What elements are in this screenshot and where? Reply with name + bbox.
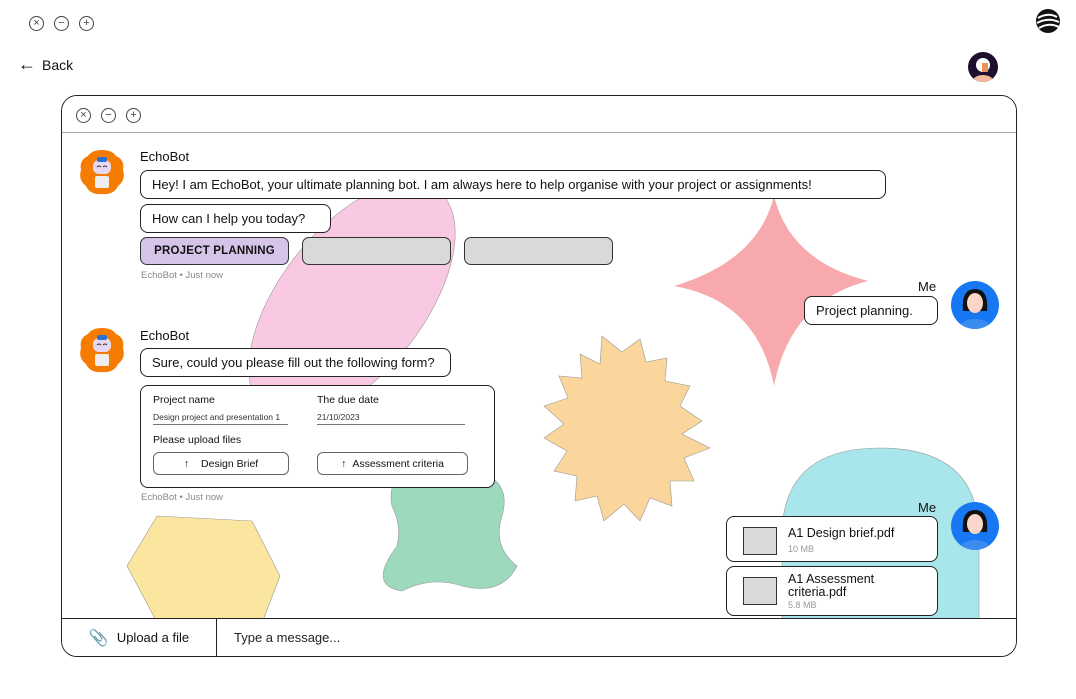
upload-label: Design Brief bbox=[201, 457, 259, 470]
upload-label: Assessment criteria bbox=[352, 457, 444, 470]
upload-design-brief-button[interactable]: ↑ Design Brief bbox=[153, 452, 289, 475]
maximize-icon[interactable]: + bbox=[79, 16, 94, 31]
echobot-avatar bbox=[80, 150, 124, 195]
upload-assessment-criteria-button[interactable]: ↑ Assessment criteria bbox=[317, 452, 468, 475]
bot-name: EchoBot bbox=[140, 328, 190, 343]
paperclip-icon: 📎 bbox=[88, 629, 109, 647]
message-meta: EchoBot • Just now bbox=[141, 270, 224, 281]
orange-burst bbox=[543, 335, 711, 522]
chat-messages[interactable]: EchoBot Hey! I am EchoBot, your ultimate… bbox=[62, 133, 1016, 618]
bot-name: EchoBot bbox=[140, 149, 190, 164]
arrow-left-icon: ← bbox=[18, 54, 36, 74]
bot-message-form-prompt: Sure, could you please fill out the foll… bbox=[140, 348, 451, 377]
file-thumbnail bbox=[743, 577, 777, 605]
upload-file-button[interactable]: 📎 Upload a file bbox=[62, 619, 217, 656]
message-input[interactable]: Type a message... bbox=[234, 630, 341, 645]
user-profile-avatar[interactable] bbox=[968, 52, 998, 82]
minimize-icon[interactable]: − bbox=[101, 108, 116, 123]
minimize-icon[interactable]: − bbox=[54, 16, 69, 31]
logo-icon bbox=[1036, 9, 1060, 33]
due-date-label: The due date bbox=[317, 394, 379, 406]
project-form: Project name Design project and presenta… bbox=[140, 385, 495, 488]
chat-titlebar: × − + bbox=[62, 96, 1016, 133]
close-icon[interactable]: × bbox=[76, 108, 91, 123]
back-label: Back bbox=[42, 56, 74, 73]
bot-message-question: How can I help you today? bbox=[140, 204, 331, 233]
user-name: Me bbox=[918, 500, 937, 515]
echobot-avatar bbox=[80, 328, 124, 373]
bot-message-greeting: Hey! I am EchoBot, your ultimate plannin… bbox=[140, 170, 886, 199]
upload-files-label: Please upload files bbox=[153, 434, 242, 446]
file-size: 5.8 MB bbox=[788, 600, 817, 610]
file-attachment[interactable]: A1 Design brief.pdf 10 MB bbox=[726, 516, 938, 562]
file-size: 10 MB bbox=[788, 544, 815, 554]
upload-file-label: Upload a file bbox=[116, 630, 190, 645]
project-name-label: Project name bbox=[153, 394, 215, 406]
file-name: A1 Design brief.pdf bbox=[788, 526, 895, 540]
back-button[interactable]: ← Back bbox=[18, 54, 73, 75]
red-star bbox=[674, 196, 868, 386]
chat-window: × − + EchoBot Hey! I am EchoBot, your ul… bbox=[61, 95, 1017, 657]
file-name: A1 Assessment criteria.pdf bbox=[788, 572, 875, 599]
arrow-up-icon: ↑ bbox=[341, 457, 347, 470]
maximize-icon[interactable]: + bbox=[126, 108, 141, 123]
close-icon[interactable]: × bbox=[29, 16, 44, 31]
user-avatar bbox=[951, 502, 999, 550]
due-date-field[interactable]: 21/10/2023 bbox=[317, 412, 465, 425]
option-2[interactable] bbox=[302, 237, 451, 265]
user-message: Project planning. bbox=[804, 296, 938, 325]
user-name: Me bbox=[918, 279, 937, 294]
arrow-up-icon: ↑ bbox=[183, 457, 190, 470]
message-meta: EchoBot • Just now bbox=[141, 492, 224, 503]
option-3[interactable] bbox=[464, 237, 613, 265]
project-name-field[interactable]: Design project and presentation 1 bbox=[153, 412, 288, 425]
app-window-controls: × − + bbox=[29, 16, 94, 31]
option-project-planning[interactable]: PROJECT PLANNING bbox=[140, 237, 289, 265]
file-thumbnail bbox=[743, 527, 777, 555]
user-avatar bbox=[951, 281, 999, 329]
composer-bar: 📎 Upload a file Type a message... bbox=[62, 618, 1016, 656]
file-attachment[interactable]: A1 Assessment criteria.pdf 5.8 MB bbox=[726, 566, 938, 616]
